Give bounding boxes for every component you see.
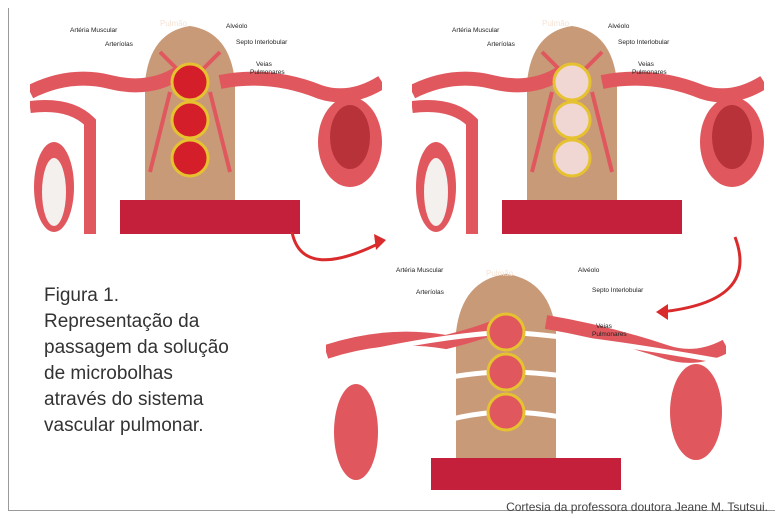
label-alveolo: Alvéolo [226, 23, 248, 30]
label-veias: Veias [256, 61, 273, 68]
label-arteria-muscular-3: Artéria Muscular [396, 267, 444, 274]
label-septo-3: Septo Interlobular [592, 287, 644, 294]
caption-line-5: através do sistema [44, 387, 274, 413]
arrow-panel1-to-panel2 [282, 222, 402, 282]
label-septo: Septo Interlobular [236, 39, 288, 46]
label-pulmao-2: Pulmão [542, 19, 570, 28]
label-veias-2: Veias [638, 61, 655, 68]
label-arteria-muscular-2: Artéria Muscular [452, 27, 500, 34]
label-arteriolas-3: Arteríolas [416, 289, 445, 296]
label-pulmao: Pulmão [160, 19, 188, 28]
label-veias-3: Veias [596, 323, 613, 330]
arrow-panel2-to-panel3 [640, 232, 760, 322]
label-arteriolas-2: Arteríolas [487, 41, 516, 48]
label-arteria-muscular: Artéria Muscular [70, 27, 118, 34]
blood-band [120, 200, 300, 234]
figure-caption: Figura 1. Representação da passagem da s… [44, 283, 274, 439]
label-alveolo-3: Alvéolo [578, 267, 600, 274]
label-septo-2: Septo Interlobular [618, 39, 670, 46]
label-pulmonares: Pulmonares [250, 69, 285, 76]
diagram-panel-1: Pulmão Artéria Muscular Arteríolas Alvéo… [30, 12, 382, 234]
caption-line-3: passagem da solução [44, 335, 274, 361]
caption-line-2: Representação da [44, 309, 274, 335]
label-alveolo-2: Alvéolo [608, 23, 630, 30]
label-pulmonares-3: Pulmonares [592, 331, 627, 338]
caption-line-1: Figura 1. [44, 283, 274, 309]
caption-line-4: de microbolhas [44, 361, 274, 387]
alveoli-group [172, 64, 208, 176]
caption-line-6: vascular pulmonar. [44, 413, 274, 439]
diagram-panel-2: Pulmão Artéria Muscular Arteríolas Alvéo… [412, 12, 764, 234]
label-arteriolas: Arteríolas [105, 41, 134, 48]
image-credit: Cortesia da professora doutora Jeane M. … [506, 500, 768, 514]
label-pulmonares-2: Pulmonares [632, 69, 667, 76]
label-pulmao-3: Pulmão [486, 269, 514, 278]
